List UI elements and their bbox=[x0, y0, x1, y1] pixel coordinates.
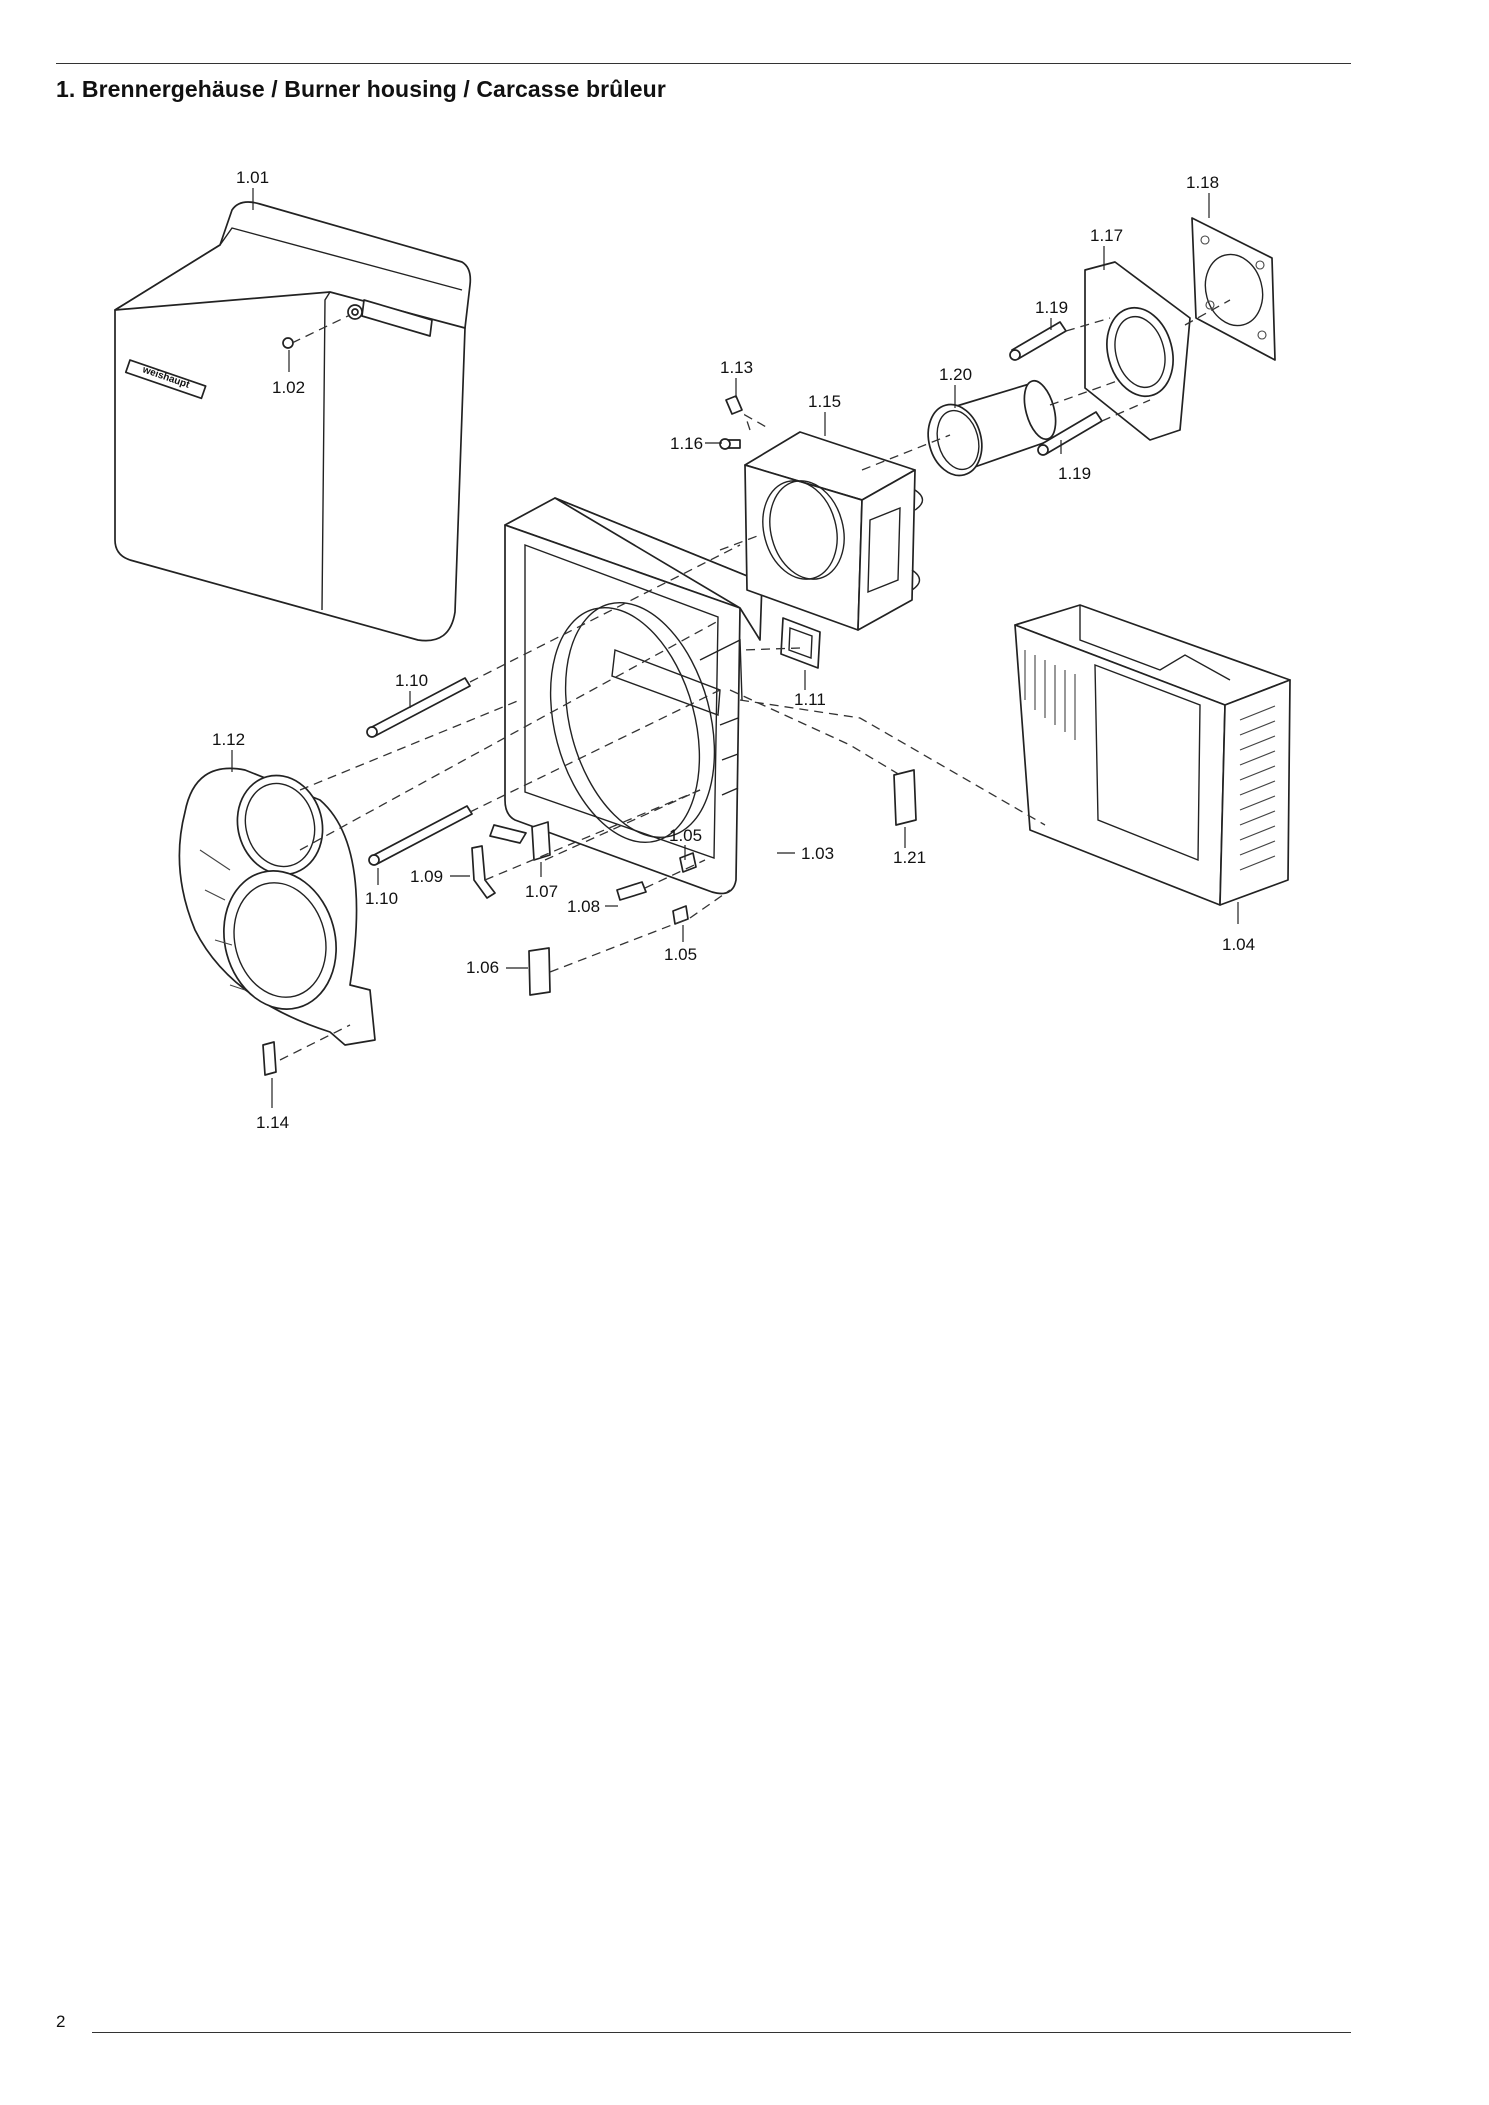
callout-1-19-bottom: 1.19 bbox=[1058, 464, 1091, 483]
threaded-rod-part bbox=[366, 677, 473, 866]
exploded-view-diagram: weishaupt bbox=[114, 168, 1291, 1132]
side-housing-part bbox=[1014, 604, 1291, 906]
callout-1-10-bottom: 1.10 bbox=[365, 889, 398, 908]
callout-1-19-top: 1.19 bbox=[1035, 298, 1068, 317]
blast-tube-part bbox=[927, 379, 1057, 477]
bottom-rule bbox=[92, 2032, 1351, 2033]
assembly-lines bbox=[279, 299, 1231, 1061]
callout-labels: 1.01 1.02 1.18 1.17 1.19 1.13 1.20 1.15 … bbox=[212, 168, 1255, 1132]
callout-1-07: 1.07 bbox=[525, 882, 558, 901]
callout-1-15: 1.15 bbox=[808, 392, 841, 411]
callout-1-20: 1.20 bbox=[939, 365, 972, 384]
callout-1-06: 1.06 bbox=[466, 958, 499, 977]
small-gasket-part bbox=[780, 617, 821, 669]
callout-1-14: 1.14 bbox=[256, 1113, 289, 1132]
top-rule bbox=[56, 63, 1351, 64]
page-title: 1. Brennergehäuse / Burner housing / Car… bbox=[56, 76, 666, 102]
callout-1-05-top: 1.05 bbox=[669, 826, 702, 845]
callout-1-21: 1.21 bbox=[893, 848, 926, 867]
main-housing-part bbox=[504, 497, 763, 895]
callout-1-08: 1.08 bbox=[567, 897, 600, 916]
callout-1-05-bottom: 1.05 bbox=[664, 945, 697, 964]
fan-housing-part bbox=[744, 431, 924, 631]
leader-lines bbox=[231, 188, 1239, 1108]
fan-cover-plate-part bbox=[178, 767, 376, 1046]
callout-1-11: 1.11 bbox=[794, 690, 826, 709]
page-number: 2 bbox=[56, 2012, 66, 2031]
callout-1-13: 1.13 bbox=[720, 358, 753, 377]
callout-1-04: 1.04 bbox=[1222, 935, 1255, 954]
callout-1-01: 1.01 bbox=[236, 168, 269, 187]
callout-1-03: 1.03 bbox=[801, 844, 834, 863]
callout-1-12: 1.12 bbox=[212, 730, 245, 749]
callout-1-16: 1.16 bbox=[670, 434, 703, 453]
callout-1-09: 1.09 bbox=[410, 867, 443, 886]
burner-cover-part: weishaupt bbox=[114, 201, 472, 642]
callout-1-18: 1.18 bbox=[1186, 173, 1219, 192]
small-components bbox=[262, 395, 917, 1076]
flange-part bbox=[1084, 261, 1191, 441]
flange-gasket-part bbox=[1191, 217, 1276, 361]
callout-1-02: 1.02 bbox=[272, 378, 305, 397]
callout-1-10-top: 1.10 bbox=[395, 671, 428, 690]
callout-1-17: 1.17 bbox=[1090, 226, 1123, 245]
